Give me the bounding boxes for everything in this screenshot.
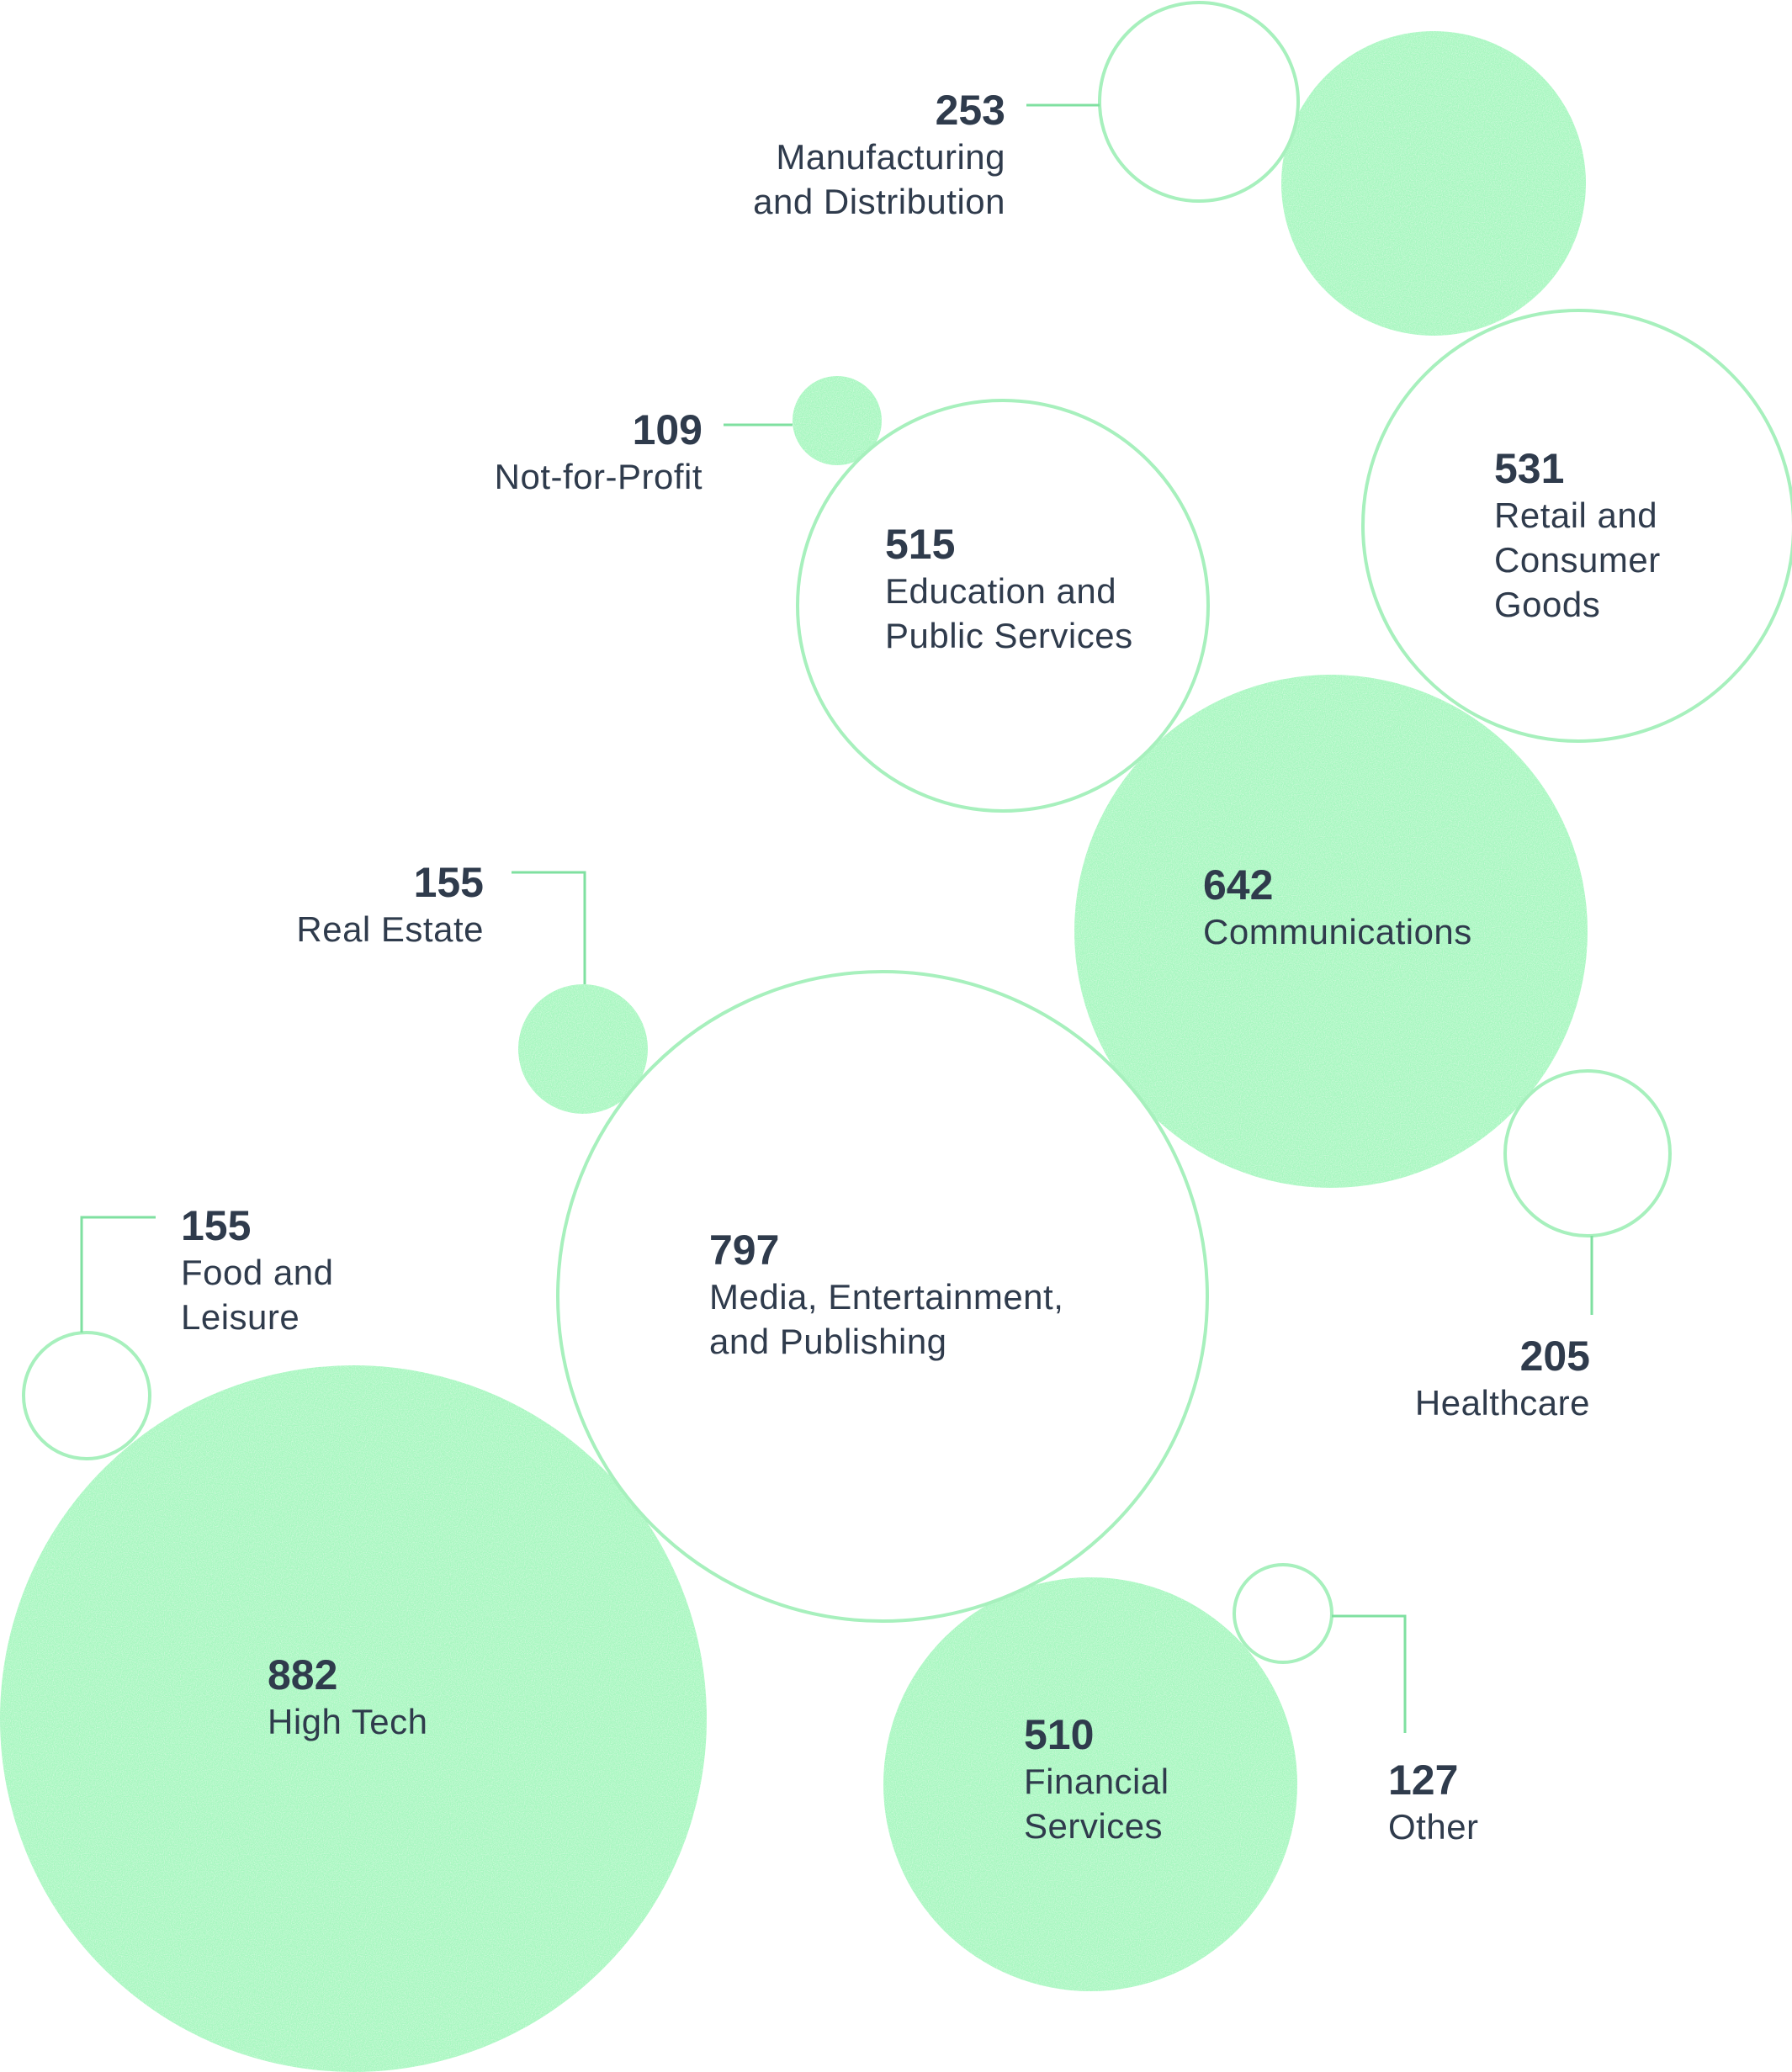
bubble-not-for-profit [793,376,882,465]
category-label: Manufacturing and Distribution [753,137,1005,221]
value-label: 127 [1388,1757,1459,1804]
category-label: Real Estate [296,909,484,949]
bubble-education-and-public-services [796,399,1210,813]
bubble-media-entertainment-and-publishing [556,970,1209,1623]
value-label: 531 [1494,445,1565,492]
bubble-manufacturing-and-distribution [1098,1,1300,203]
bubble-retail-and-consumer-goods [1361,309,1792,743]
value-label: 797 [709,1227,780,1274]
value-label: 155 [413,859,484,906]
category-label: Food and Leisure [181,1253,334,1337]
value-label: 155 [181,1202,252,1249]
bubble-other [1233,1563,1333,1664]
decorative-bubble [1281,31,1586,336]
value-label: 515 [885,521,956,568]
value-label: 109 [632,406,702,453]
category-label: Communications [1203,912,1472,951]
category-label: High Tech [268,1702,428,1741]
value-label: 253 [935,87,1005,134]
bubble-healthcare [1503,1069,1672,1237]
value-label: 205 [1519,1333,1590,1380]
category-label: Other [1388,1807,1479,1847]
value-label: 642 [1203,861,1274,909]
category-label: Media, Entertainment, and Publishing [709,1277,1064,1361]
bubble-financial-services [883,1577,1297,1991]
category-label: Not-for-Profit [494,457,702,496]
connector-line [80,1216,156,1333]
bubble-high-tech [0,1365,707,2072]
category-label: Financial Services [1024,1762,1169,1846]
bubble-real-estate [518,984,648,1114]
connector-line [1332,1614,1407,1733]
connector-line [512,871,586,984]
value-label: 510 [1024,1711,1095,1758]
category-label: Retail and Consumer Goods [1494,495,1661,624]
value-label: 882 [268,1651,338,1698]
bubble-food-and-leisure [22,1331,151,1460]
bubble-communications [1074,675,1588,1188]
category-label: Healthcare [1414,1383,1590,1423]
category-label: Education and Public Services [885,571,1133,655]
